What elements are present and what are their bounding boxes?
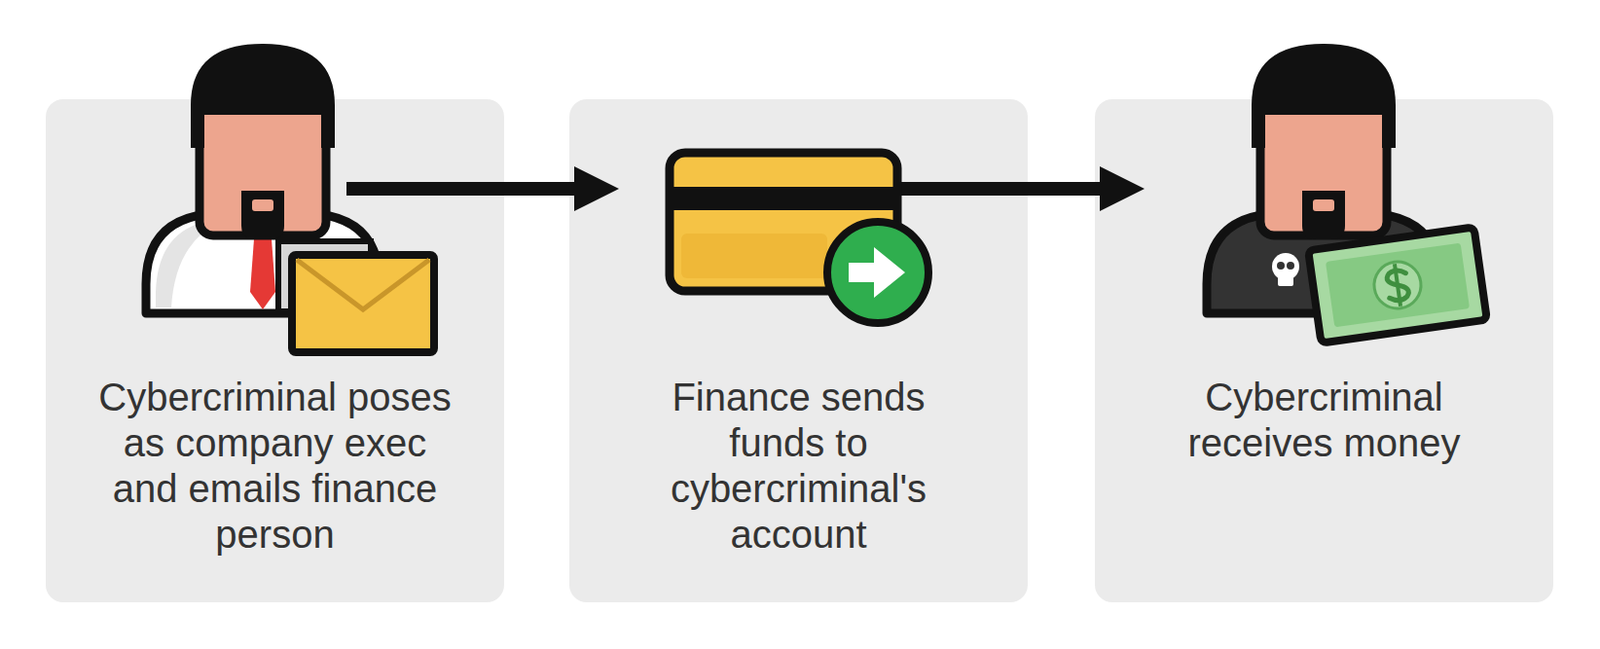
bill-seal <box>1371 258 1424 312</box>
process-panel: Cybercriminal poses as company exec and … <box>45 99 505 603</box>
card-band <box>681 233 828 279</box>
text-wrap: Finance sends funds to cybercriminal's a… <box>569 374 1028 558</box>
dollar-sign-bar <box>1394 263 1401 307</box>
goatee <box>1302 190 1346 240</box>
payment-card <box>669 152 929 324</box>
flow-arrow <box>346 181 575 196</box>
executive-figure <box>145 43 435 353</box>
hair <box>190 43 335 148</box>
hair <box>1251 43 1396 148</box>
card-body <box>669 152 898 291</box>
skull-symbol <box>1272 253 1300 287</box>
transfer-badge <box>827 221 929 324</box>
skull-eye <box>1286 261 1295 270</box>
mouth <box>1312 199 1335 212</box>
face <box>199 89 327 236</box>
skull-jaw <box>1277 274 1294 287</box>
shirt-shade <box>155 221 220 308</box>
connector-layer <box>346 188 1100 190</box>
bill-body <box>1308 226 1488 343</box>
skull-eye <box>1276 261 1285 270</box>
bill-inner <box>1325 243 1470 328</box>
transfer-arrow <box>848 247 906 298</box>
red-tie <box>250 225 276 310</box>
skull-head <box>1272 253 1300 281</box>
envelope <box>291 254 435 353</box>
paper <box>278 241 371 312</box>
step-description: Cybercriminal poses as company exec and … <box>90 374 461 558</box>
dollar-bill <box>1308 226 1488 343</box>
process-panel: Cybercriminal receives money <box>1094 99 1554 603</box>
shirt-body <box>145 214 380 314</box>
flow-arrow <box>898 181 1100 196</box>
goatee <box>241 190 285 240</box>
face <box>1260 89 1387 236</box>
step-description: Cybercriminal receives money <box>1178 374 1471 467</box>
dollar-sign <box>1385 269 1410 302</box>
text-wrap: Cybercriminal receives money <box>1094 374 1554 467</box>
step-description: Finance sends funds to cybercriminal's a… <box>653 374 946 558</box>
process-panel: Finance sends funds to cybercriminal's a… <box>569 99 1028 603</box>
text-wrap: Cybercriminal poses as company exec and … <box>45 374 505 558</box>
dark-body <box>1206 214 1441 314</box>
card-stripe <box>673 186 894 211</box>
mouth <box>252 199 274 212</box>
envelope-flap <box>296 259 430 310</box>
criminal-figure <box>1206 43 1441 314</box>
